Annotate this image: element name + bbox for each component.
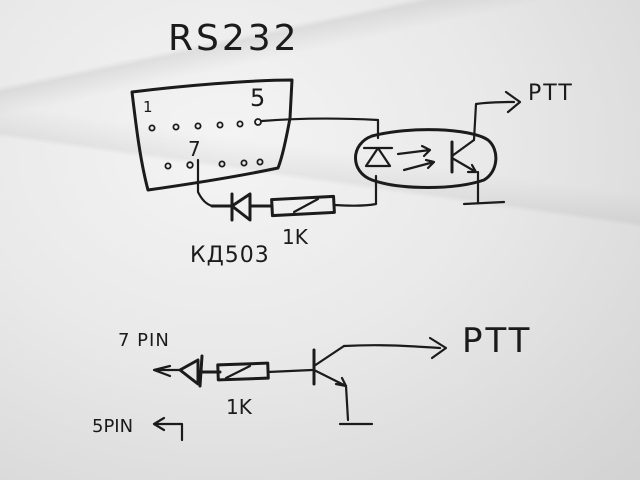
pin7-label: 7 PIN xyxy=(118,330,170,351)
diode-bottom xyxy=(178,354,222,388)
wire-collector-to-ptt-top xyxy=(472,100,516,142)
wire-resistor-to-transistor xyxy=(266,368,314,374)
ptt-bottom-label: PTT xyxy=(462,321,532,361)
ptt-top-label: PTT xyxy=(528,81,574,106)
connector-bottom-pins xyxy=(164,158,264,170)
pin5-label: 5PIN xyxy=(92,416,133,437)
diode-model-label: КД503 xyxy=(190,243,270,268)
resistor-top xyxy=(270,194,336,218)
ground-top xyxy=(462,170,506,206)
pin-5-label: 5 xyxy=(250,84,265,112)
title-label: RS232 xyxy=(168,18,300,59)
pin7-arrow xyxy=(152,364,182,378)
wire-pin5-to-opto xyxy=(260,117,380,140)
wire-pin7-down xyxy=(196,158,214,208)
ptt-top-arrow xyxy=(504,90,522,114)
resistor-top-label: 1K xyxy=(282,225,309,249)
connector-top-pins xyxy=(148,118,262,132)
ptt-bottom-arrow xyxy=(428,336,448,360)
pin-7-label: 7 xyxy=(188,137,201,161)
pin-1-label: 1 xyxy=(143,98,153,116)
transistor-bottom xyxy=(312,344,348,388)
optocoupler xyxy=(354,128,498,189)
resistor-bottom-label: 1K xyxy=(226,395,253,419)
connector-outline xyxy=(130,78,294,192)
ground-bottom xyxy=(338,384,374,426)
diode-top xyxy=(210,192,274,222)
resistor-bottom xyxy=(216,361,270,382)
pin5-ground-symbol xyxy=(152,416,184,442)
wire-collector-to-ptt-bottom xyxy=(342,344,442,350)
wire-resistor-to-opto xyxy=(332,174,378,207)
